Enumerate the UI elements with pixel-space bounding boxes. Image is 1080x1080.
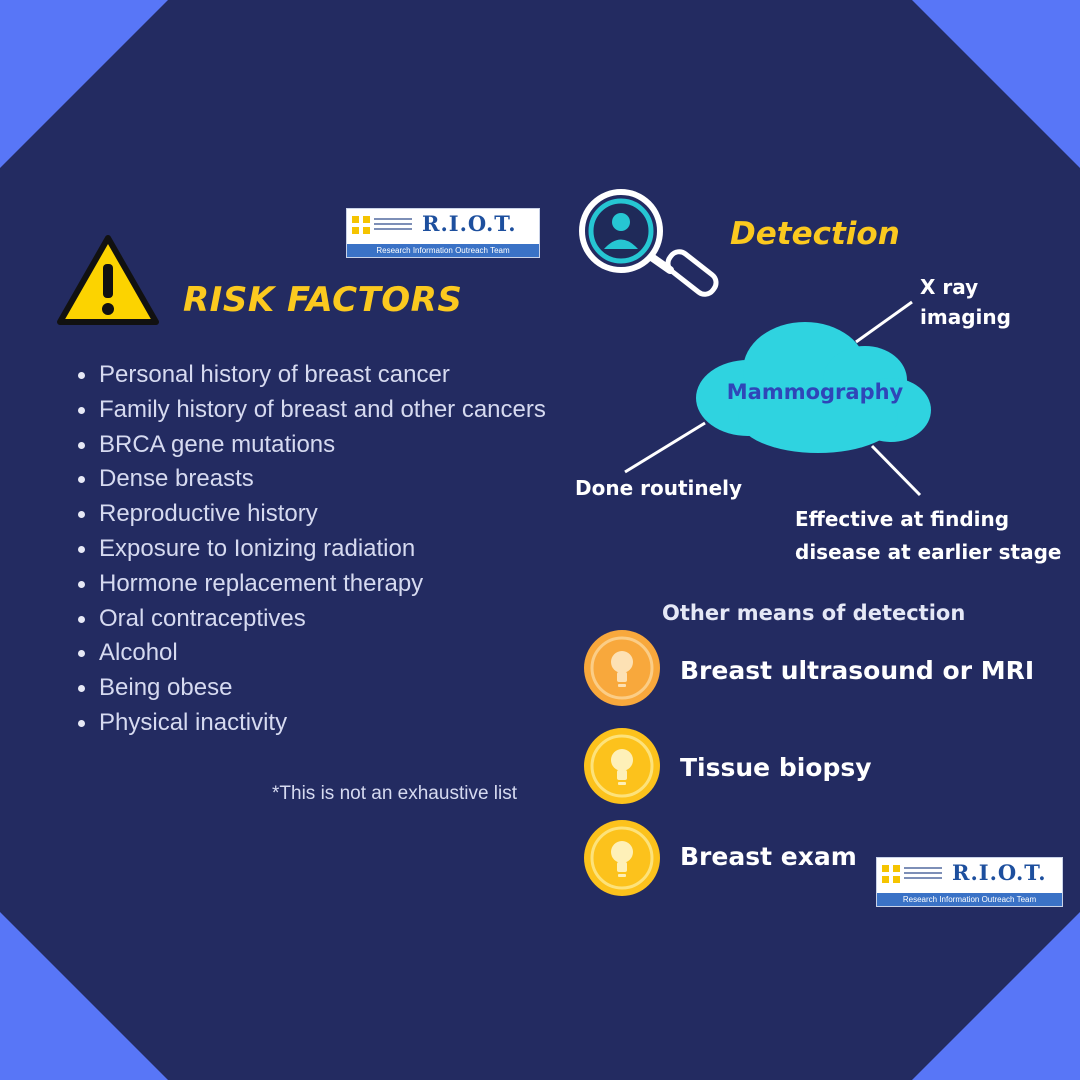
logo-riot-text: R.I.O.T. bbox=[952, 860, 1047, 885]
other-means-item: Tissue biopsy bbox=[680, 753, 872, 782]
list-item: Exposure to Ionizing radiation bbox=[78, 532, 548, 567]
list-item: BRCA gene mutations bbox=[78, 428, 548, 463]
list-item: Hormone replacement therapy bbox=[78, 567, 548, 602]
logo-subtitle: Research Information Outreach Team bbox=[347, 244, 539, 257]
magnifier-user-icon bbox=[579, 189, 719, 297]
list-item: Reproductive history bbox=[78, 497, 548, 532]
mammography-cloud bbox=[696, 322, 931, 453]
logo-riot-text: R.I.O.T. bbox=[422, 211, 517, 236]
mammography-label: Mammography bbox=[726, 380, 904, 404]
riot-logo-top: R.I.O.T. Research Information Outreach T… bbox=[346, 208, 540, 258]
list-item: Being obese bbox=[78, 671, 548, 706]
logo-mark-icon bbox=[352, 216, 370, 234]
logo-wordmark-lines bbox=[904, 864, 942, 884]
list-item: Alcohol bbox=[78, 636, 548, 671]
corner-accent-top-right bbox=[912, 0, 1080, 168]
list-item: Dense breasts bbox=[78, 462, 548, 497]
risk-factors-title: RISK FACTORS bbox=[183, 280, 463, 320]
lightbulb-icon bbox=[584, 630, 660, 706]
other-means-heading: Other means of detection bbox=[662, 601, 966, 625]
branch-done-routinely: Done routinely bbox=[575, 476, 743, 500]
list-item: Personal history of breast cancer bbox=[78, 358, 548, 393]
risk-factors-list: Personal history of breast cancer Family… bbox=[78, 358, 548, 741]
logo-wordmark-lines bbox=[374, 215, 412, 235]
lightbulb-icon bbox=[584, 820, 660, 896]
other-means-item: Breast exam bbox=[680, 842, 857, 871]
corner-accent-top-left bbox=[0, 0, 168, 168]
branch-xray-imaging: X ray imaging bbox=[920, 275, 1011, 329]
list-item: Physical inactivity bbox=[78, 706, 548, 741]
corner-accent-bottom-left bbox=[0, 912, 168, 1080]
branch-effective: Effective at finding disease at earlier … bbox=[795, 503, 1061, 569]
disclaimer-note: *This is not an exhaustive list bbox=[272, 783, 518, 804]
list-item: Oral contraceptives bbox=[78, 602, 548, 637]
warning-triangle-icon bbox=[57, 235, 159, 325]
other-means-item: Breast ultrasound or MRI bbox=[680, 656, 1035, 685]
branch-effective-line-1: Effective at finding bbox=[795, 507, 1010, 531]
detection-title: Detection bbox=[730, 216, 900, 252]
corner-accent-bottom-right bbox=[912, 912, 1080, 1080]
lightbulb-icon bbox=[584, 728, 660, 804]
logo-mark-icon bbox=[882, 865, 900, 883]
logo-subtitle: Research Information Outreach Team bbox=[877, 893, 1062, 906]
list-item: Family history of breast and other cance… bbox=[78, 393, 548, 428]
riot-logo-bottom: R.I.O.T. Research Information Outreach T… bbox=[876, 857, 1063, 907]
branch-effective-line-2: disease at earlier stage bbox=[795, 540, 1062, 564]
